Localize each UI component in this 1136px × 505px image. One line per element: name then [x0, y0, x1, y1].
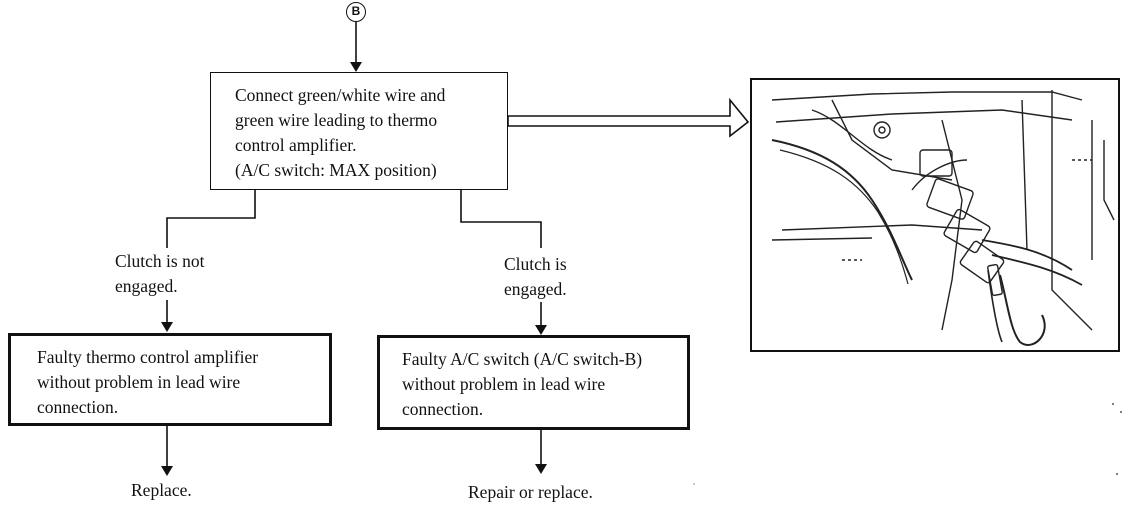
start-step-line: (A/C switch: MAX position) [235, 160, 437, 180]
right-result-line: without problem in lead wire [402, 374, 606, 394]
right-condition-line: engaged. [504, 279, 567, 299]
start-step-box: Connect green/white wire and green wire … [210, 72, 508, 190]
start-step-line: green wire leading to thermo [235, 110, 438, 130]
harness-illustration [750, 78, 1120, 352]
left-result-line: Faulty thermo control amplifier [37, 347, 259, 367]
right-result-line: Faulty A/C switch (A/C switch-B) [402, 349, 643, 369]
start-step-line: Connect green/white wire and [235, 85, 446, 105]
connector-drawing [771, 90, 1115, 346]
left-result-line: without problem in lead wire [37, 372, 241, 392]
arrowhead [161, 322, 173, 332]
left-result-box: Faulty thermo control amplifier without … [8, 333, 332, 426]
start-step-line: control amplifier. [235, 135, 357, 155]
arrowhead [350, 62, 362, 72]
off-page-connector-b: B [346, 2, 366, 22]
arrowhead [161, 466, 173, 476]
arrowhead [535, 464, 547, 474]
right-condition-label: Clutch is engaged. [504, 252, 567, 302]
left-result-line: connection. [37, 397, 119, 417]
arrowhead [535, 325, 547, 335]
left-condition-line: Clutch is not [115, 251, 205, 271]
pointer-arrow [507, 97, 750, 138]
flow-line [166, 190, 256, 248]
left-action-label: Replace. [131, 480, 192, 500]
flow-line [460, 190, 542, 248]
right-action-label: Repair or replace. [468, 482, 593, 502]
right-result-line: connection. [402, 399, 484, 419]
left-condition-label: Clutch is not engaged. [115, 249, 204, 299]
right-result-box: Faulty A/C switch (A/C switch-B) without… [377, 335, 690, 430]
right-condition-line: Clutch is [504, 254, 567, 274]
left-condition-line: engaged. [115, 276, 178, 296]
